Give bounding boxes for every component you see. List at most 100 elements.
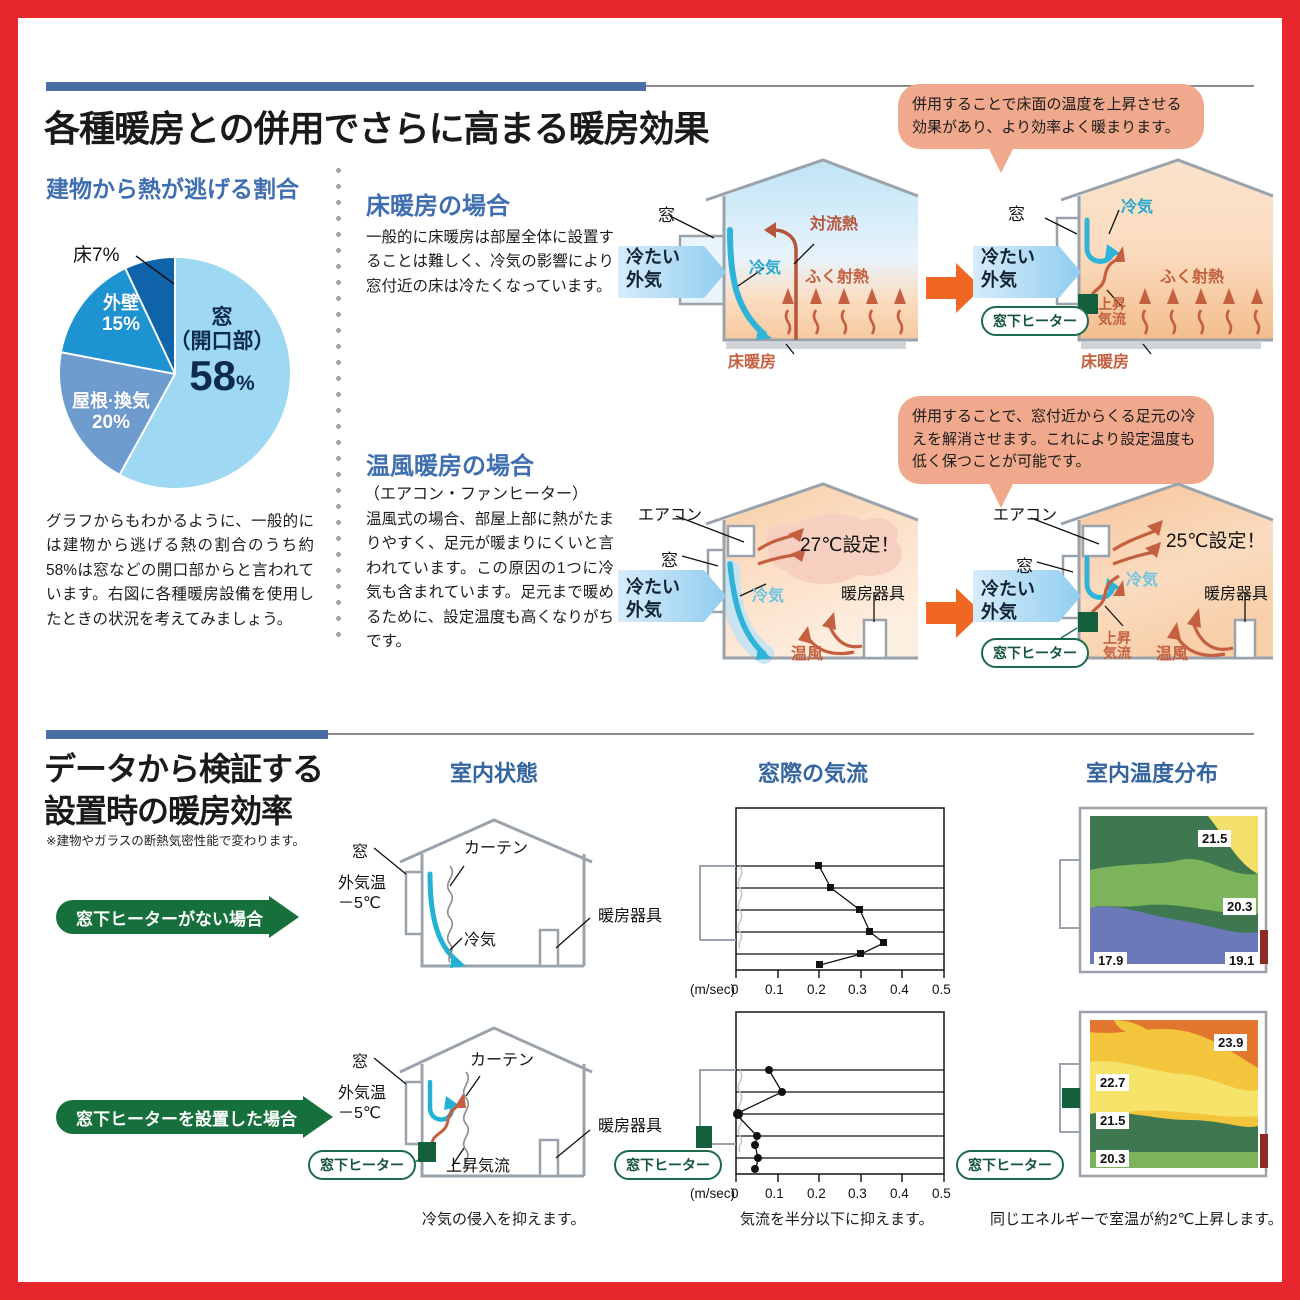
bottom-section-title-line2: 設置時の暖房効率 [44,793,293,829]
floor-heating-callout: 併用することで床面の温度を上昇させる効果があり、より効率よく暖まります。 [898,84,1204,173]
airflow1-tick-4: 0.4 [890,982,909,997]
house3-window-label: 窓 [661,551,678,570]
callout-tail [988,147,1014,173]
pie-label-window-pct: % [236,372,255,396]
airflow2-tick-4: 0.4 [890,1186,909,1201]
pie-explanation: グラフからもわかるように、一般的には建物から逃げる熱の割合のうち約58%は窓など… [46,513,314,628]
house3-aircon-label: エアコン [638,507,703,524]
transition-arrow-1 [926,263,982,313]
top-title-rule [46,82,646,91]
house4-window-heater-pill: 窓下ヒーター [981,638,1089,668]
room2-window-heater-pill: 窓下ヒーター [308,1150,416,1180]
house4-cold-air-label: 冷気 [1126,572,1159,589]
room1-outside-temp-l1: 外気温 [338,875,387,892]
pie-floor-leader [135,255,175,285]
house4-warm-air-label: 温風 [1156,646,1189,663]
house3-set-temp-label: 27℃設定！ [800,535,900,556]
temp1-annotation-1: 20.3 [1223,898,1257,915]
pie-label-roof: 屋根·換気 20% [60,391,162,434]
pie-label-wall-l2: 15% [101,313,141,335]
bottom-title-rule-thin [328,733,1254,735]
floor-heating-callout-text: 併用することで床面の温度を上昇させる効果があり、より効率よく暖まります。 [912,96,1182,136]
dotted-divider [336,168,342,668]
bottom-section-title-line1: データから検証する [44,751,324,787]
room2-rising-airflow-label: 上昇気流 [446,1158,511,1175]
house2-floorheat-label: 床暖房 [1081,354,1130,371]
house3-warm-air-label: 温風 [791,646,824,663]
house1-cold-outside-l2: 外気 [626,269,662,290]
banner-with-heater-label: 窓下ヒーターを設置した場合 [76,1109,297,1129]
pie-label-window: 窓 （開口部） 58% [166,306,278,401]
house2-cold-air-label: 冷気 [1121,199,1154,216]
pie-label-roof-l2: 20% [91,411,131,433]
house2-cold-outside-l1: 冷たい [981,247,1035,267]
airflow2-tick-2: 0.2 [807,1186,826,1201]
airflow1-tick-3: 0.3 [848,982,867,997]
airflow2-unit-label: (m/sec) [690,1186,735,1201]
house1-cold-air-label: 冷気 [749,260,782,277]
house3-cold-outside-l2: 外気 [626,599,662,620]
transition-arrow-2 [926,588,982,638]
room1-curtain-label: カーテン [464,840,529,857]
room2-curtain-label: カーテン [470,1052,535,1069]
column-heading-temp-dist: 室内温度分布 [1086,761,1219,786]
house4-rising-l1: 上昇 [1103,630,1131,646]
house1-radiant-label: ふく射熱 [805,269,870,286]
room2-outside-temp-l1: 外気温 [338,1085,387,1102]
room1-outside-temp-label: 外気温 －5℃ [338,874,386,914]
banner-arrow-head-2 [303,1096,333,1138]
house4-rising-label: 上昇 気流 [1103,630,1131,662]
house3-cold-air-label: 冷気 [752,588,785,605]
poster-page: 各種暖房との併用でさらに高まる暖房効果 建物から熱が逃げる割合 窓 （開口部） … [18,18,1283,1282]
room2-heater-unit-label: 暖房器具 [598,1118,663,1135]
room1-outside-temp-l2: －5℃ [338,895,381,912]
column-heading-room-state: 室内状態 [450,761,539,786]
house2-rising-l1: 上昇 [1098,296,1126,312]
house4-cold-outside-l2: 外気 [981,601,1017,622]
house4-set-temp-label: 25℃設定！ [1166,531,1266,552]
airflow2-tick-5: 0.5 [932,1186,951,1201]
banner-with-heater: 窓下ヒーターを設置した場合 [56,1096,333,1138]
column-heading-airflow: 窓際の気流 [758,761,869,786]
banner-with-heater-body: 窓下ヒーターを設置した場合 [56,1100,303,1134]
house4-window-label: 窓 [1016,557,1033,576]
house2-window-heater-pill: 窓下ヒーター [981,306,1089,336]
pie-label-window-l1: 窓 [211,306,233,329]
airflow1-unit-label: (m/sec) [690,982,735,997]
pie-label-window-value: 58 [189,352,237,400]
house2-cold-outside-l2: 外気 [981,269,1017,290]
temp1-annotation-0: 21.5 [1198,830,1232,847]
house3-cold-outside-l1: 冷たい [626,577,680,597]
banner-without-heater-label: 窓下ヒーターがない場合 [76,909,263,929]
room-state-caption: 冷気の侵入を抑えます。 [422,1211,586,1228]
house2-radiant-label: ふく射熱 [1160,269,1225,286]
temp1-annotation-2: 17.9 [1094,952,1128,969]
house-warm-air-after [973,480,1274,685]
house4-rising-l2: 気流 [1103,645,1131,662]
pie-label-wall: 外壁 15% [78,293,164,336]
room2-outside-temp-label: 外気温 －5℃ [338,1084,386,1124]
warm-air-callout: 併用することで、窓付近からくる足元の冷えを解消させます。これにより設定温度も低く… [898,396,1214,508]
house1-cold-outside-label: 冷たい 外気 [626,246,680,291]
house2-rising-l2: 気流 [1098,311,1126,328]
airflow-caption: 気流を半分以下に抑えます。 [740,1211,934,1228]
temp2-annotation-1: 22.7 [1096,1074,1130,1091]
warm-air-text: 温風式の場合、部屋上部に熱がたまりやすく、足元が暖まりにくいと言われています。こ… [366,511,614,651]
bottom-title-rule [46,730,328,739]
room1-heater-unit-label: 暖房器具 [598,908,663,925]
floor-heating-heading: 床暖房の場合 [366,193,510,220]
warm-air-callout-text: 併用することで、窓付近からくる足元の冷えを解消させます。これにより設定温度も低く… [912,408,1196,470]
house2-cold-outside-label: 冷たい 外気 [981,246,1035,291]
banner-without-heater-body: 窓下ヒーターがない場合 [56,900,269,934]
airflow-chart-before [678,804,948,1004]
house2-rising-label: 上昇 気流 [1098,296,1126,328]
pie-label-wall-l1: 外壁 [103,293,139,313]
house4-cold-outside-l1: 冷たい [981,579,1035,599]
pie-label-floor: 床7% [73,245,120,266]
banner-arrow-head-1 [269,896,299,938]
house3-cold-outside-label: 冷たい 外気 [626,576,680,621]
pie-label-roof-l1: 屋根·換気 [72,391,150,411]
house4-heater-unit-label: 暖房器具 [1204,586,1269,603]
airflow2-tick-3: 0.3 [848,1186,867,1201]
temp-map-after [1058,1008,1278,1192]
